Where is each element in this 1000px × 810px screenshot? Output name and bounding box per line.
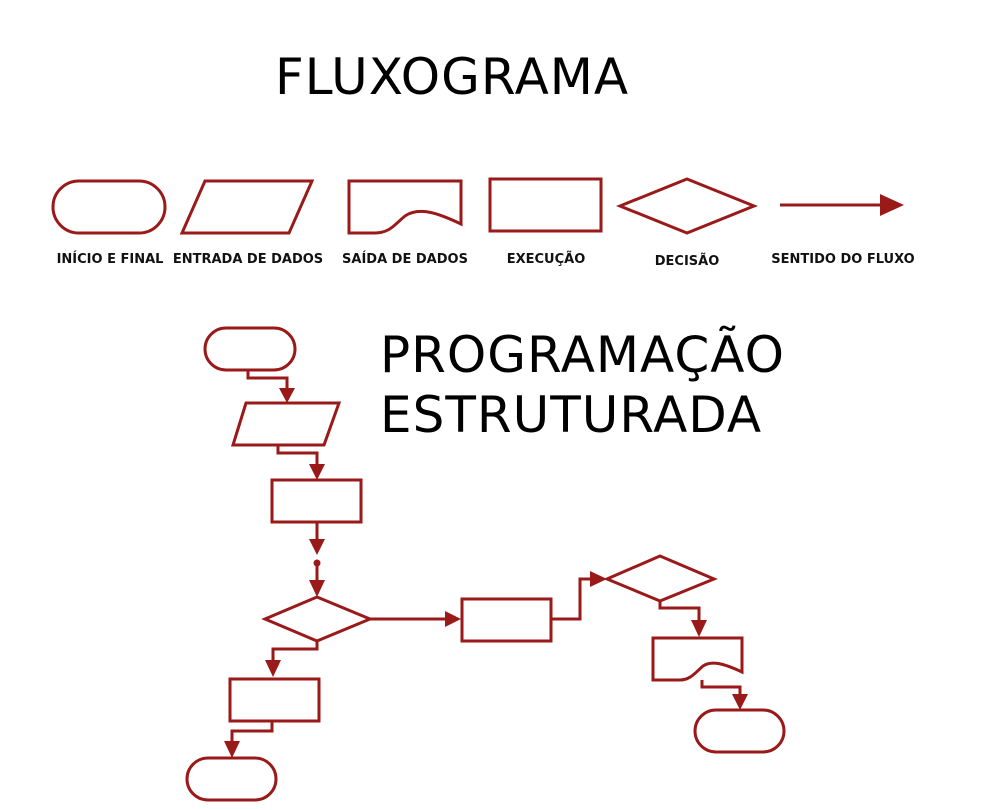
flow-process-3 bbox=[228, 677, 321, 723]
connector-process2-decision2 bbox=[551, 577, 592, 621]
connector-output-end bbox=[700, 680, 742, 696]
subtitle-line-1: PROGRAMAÇÃO bbox=[380, 326, 785, 384]
flow-process-2 bbox=[460, 597, 553, 643]
legend-label-input: ENTRADA DE DADOS bbox=[172, 252, 324, 267]
flow-input-parallelogram bbox=[230, 401, 342, 447]
arrowhead-dot-decision bbox=[309, 580, 325, 597]
arrowhead-process2-decision2 bbox=[590, 571, 607, 587]
flowchart bbox=[185, 326, 786, 802]
legend-process-shape bbox=[488, 177, 603, 233]
connector-process3-end bbox=[230, 721, 274, 743]
legend-label-terminator: INÍCIO E FINAL bbox=[56, 252, 164, 267]
flow-end-terminator-left bbox=[185, 756, 278, 802]
legend-label-decision: DECISÃO bbox=[654, 254, 720, 269]
arrowhead-decision-process2 bbox=[445, 611, 461, 627]
legend-label-process: EXECUÇÃO bbox=[506, 252, 586, 267]
legend-label-output: SAÍDA DE DADOS bbox=[342, 252, 468, 267]
subtitle-line-2: ESTRUTURADA bbox=[380, 386, 763, 444]
legend-diamond-shape bbox=[615, 177, 759, 235]
flow-output-document bbox=[651, 636, 744, 682]
page-title: FLUXOGRAMA bbox=[275, 48, 630, 106]
legend-parallelogram-shape bbox=[179, 179, 315, 235]
connector-decision2-output bbox=[658, 601, 701, 622]
legend-label-flow: SENTIDO DO FLUXO bbox=[771, 252, 915, 267]
flow-start-terminator bbox=[203, 326, 297, 372]
arrowhead-start-input bbox=[279, 388, 295, 403]
legend-terminator-shape bbox=[51, 179, 167, 235]
arrowhead-decision-process3 bbox=[265, 660, 281, 677]
arrowhead-process-dot bbox=[309, 539, 325, 555]
connector-input-process bbox=[276, 445, 319, 466]
arrowhead-output-end bbox=[732, 694, 748, 710]
connector-decision-process3 bbox=[271, 641, 319, 662]
legend-shapes bbox=[51, 177, 904, 235]
flow-decision-2 bbox=[603, 554, 718, 603]
flow-end-terminator-right bbox=[693, 708, 786, 754]
arrowhead-process3-end bbox=[224, 741, 240, 758]
legend-document-shape bbox=[347, 179, 463, 235]
connector-start-input bbox=[246, 370, 289, 390]
flow-decision-1 bbox=[261, 595, 374, 643]
arrowhead-input-process bbox=[309, 464, 325, 480]
flow-process-1 bbox=[270, 478, 363, 524]
diagram-subtitle: PROGRAMAÇÃO ESTRUTURADA bbox=[380, 325, 785, 445]
legend-arrow-head bbox=[880, 194, 904, 216]
arrowhead-decision2-output bbox=[691, 620, 707, 637]
